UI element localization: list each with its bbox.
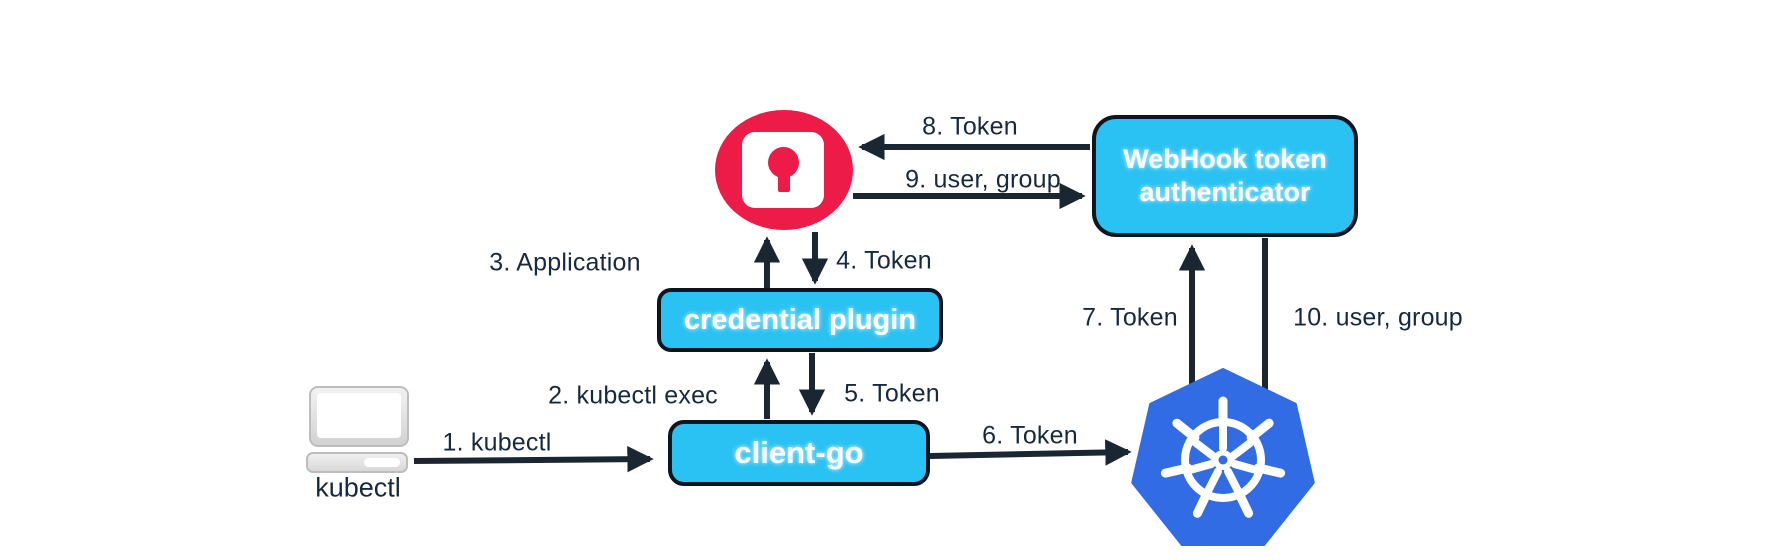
step-label-10: 10. user, group	[1293, 303, 1463, 332]
laptop-base	[306, 452, 408, 473]
step-label-2: 2. kubectl exec	[548, 381, 718, 410]
client-go-node: client-go	[668, 420, 930, 486]
webhook-label-line1: WebHook token	[1123, 144, 1327, 175]
step-label-5: 5. Token	[844, 379, 940, 408]
laptop-base-slot	[364, 458, 400, 467]
kubernetes-helm-icon	[1131, 368, 1315, 546]
lock-keyhole-icon	[715, 110, 853, 230]
step-label-9: 9. user, group	[905, 165, 1061, 194]
step-label-8: 8. Token	[922, 112, 1018, 141]
webhook-label-line2: authenticator	[1139, 177, 1311, 207]
step-label-4: 4. Token	[836, 246, 932, 275]
lock-plate	[742, 132, 824, 208]
kubectl-caption: kubectl	[315, 472, 401, 503]
laptop-screen-display	[317, 393, 401, 438]
step-label-6: 6. Token	[982, 421, 1078, 450]
arrow-step6	[929, 439, 1132, 466]
laptop-screen	[309, 386, 409, 447]
credential-plugin-label: credential plugin	[683, 303, 917, 336]
client-go-label: client-go	[734, 435, 864, 470]
webhook-authenticator-node: WebHook token authenticator	[1092, 115, 1358, 237]
credential-plugin-node: credential plugin	[657, 288, 943, 352]
arrow-step1	[413, 445, 654, 473]
k8s-helm-wheel	[1160, 396, 1286, 518]
step-label-3: 3. Application	[489, 248, 641, 277]
laptop-icon	[306, 386, 410, 474]
step-label-1: 1. kubectl	[442, 428, 552, 457]
keyhole-stem	[778, 170, 790, 192]
step-label-7: 7. Token	[1082, 303, 1178, 332]
